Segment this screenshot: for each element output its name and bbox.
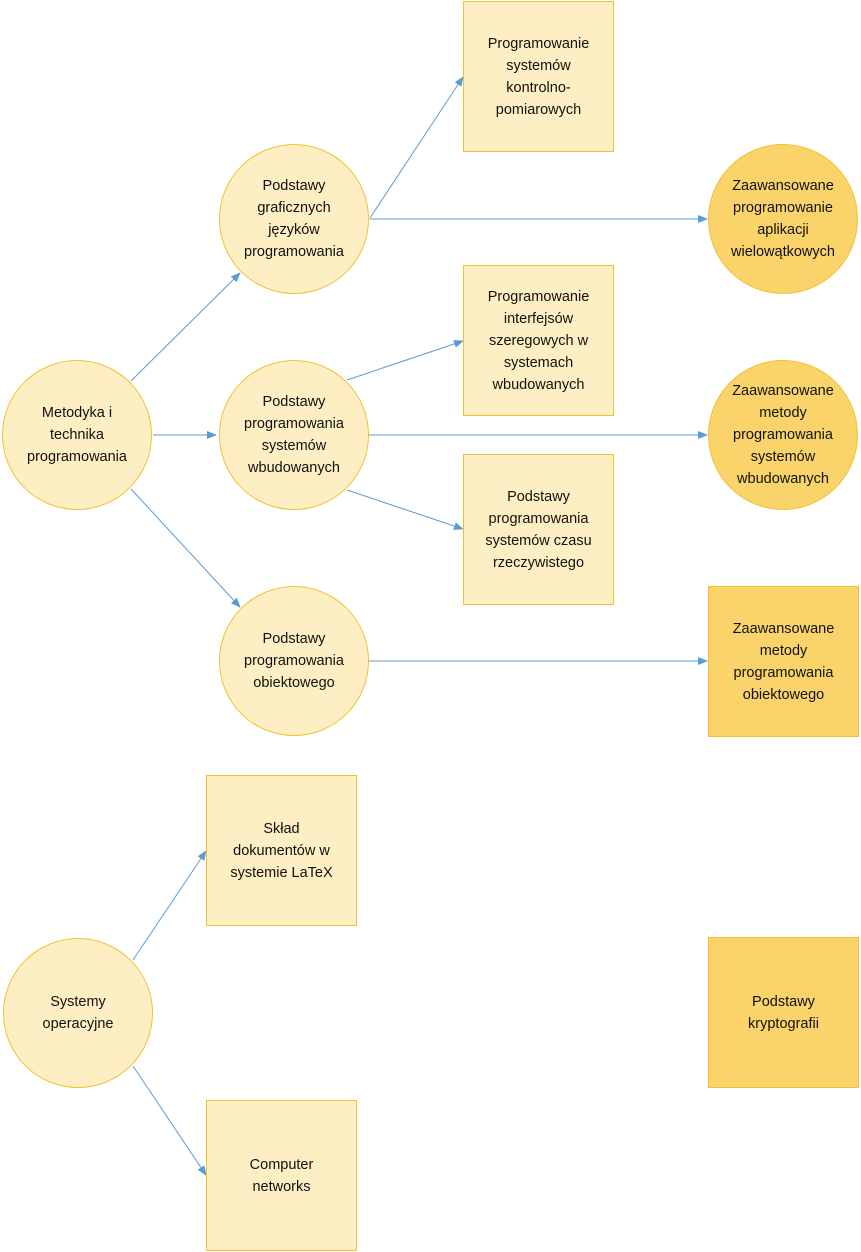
arrow-metodyka-to-obiektowe <box>130 488 241 608</box>
node-latex: Skład dokumentów w systemie LaTeX <box>206 775 357 926</box>
node-czas-label: Podstawy programowania systemów czasu rz… <box>485 488 592 571</box>
arrow-wbudowane-to-czas <box>346 489 464 530</box>
node-wielowatkowe: Zaawansowane programowanie aplikacji wie… <box>708 144 858 294</box>
node-kryptografia: Podstawy kryptografii <box>708 937 859 1088</box>
node-networks: Computer networks <box>206 1100 357 1251</box>
node-interfejsy: Programowanie interfejsów szeregowych w … <box>463 265 614 416</box>
node-kontrolno: Programowanie systemów kontrolno- pomiar… <box>463 1 614 152</box>
node-metodyka-label: Metodyka i technika programowania <box>27 405 127 465</box>
node-wbudowane-label: Podstawy programowania systemów wbudowan… <box>244 394 344 476</box>
node-metodyka: Metodyka i technika programowania <box>2 360 152 510</box>
node-latex-label: Skład dokumentów w systemie LaTeX <box>230 820 333 881</box>
arrow-systemy-to-latex <box>132 850 207 961</box>
node-zaaw-wbudowane: Zaawansowane metody programowania system… <box>708 360 858 510</box>
node-czas: Podstawy programowania systemów czasu rz… <box>463 454 614 605</box>
node-zaaw-obiektowe-label: Zaawansowane metody programowania obiekt… <box>732 620 835 703</box>
node-zaaw-wbudowane-label: Zaawansowane metody programowania system… <box>732 383 834 487</box>
node-graficzne-label: Podstawy graficznych języków programowan… <box>244 178 344 260</box>
node-obiektowe: Podstawy programowania obiektowego <box>219 586 369 736</box>
node-kryptografia-label: Podstawy kryptografii <box>748 993 819 1032</box>
node-systemy: Systemy operacyjne <box>3 938 153 1088</box>
node-obiektowe-label: Podstawy programowania obiektowego <box>244 631 344 691</box>
node-interfejsy-label: Programowanie interfejsów szeregowych w … <box>487 288 590 393</box>
node-graficzne: Podstawy graficznych języków programowan… <box>219 144 369 294</box>
node-wielowatkowe-label: Zaawansowane programowanie aplikacji wie… <box>731 178 835 260</box>
node-zaaw-obiektowe: Zaawansowane metody programowania obiekt… <box>708 586 859 737</box>
node-wbudowane: Podstawy programowania systemów wbudowan… <box>219 360 369 510</box>
node-networks-label: Computer networks <box>249 1156 314 1195</box>
arrow-graficzne-to-kontrolno <box>369 76 464 219</box>
node-systemy-label: Systemy operacyjne <box>42 994 114 1032</box>
arrow-wbudowane-to-interfejsy <box>346 340 464 381</box>
arrow-systemy-to-networks <box>132 1065 207 1176</box>
node-kontrolno-label: Programowanie systemów kontrolno- pomiar… <box>487 35 590 118</box>
arrow-metodyka-to-graficzne <box>130 272 241 382</box>
